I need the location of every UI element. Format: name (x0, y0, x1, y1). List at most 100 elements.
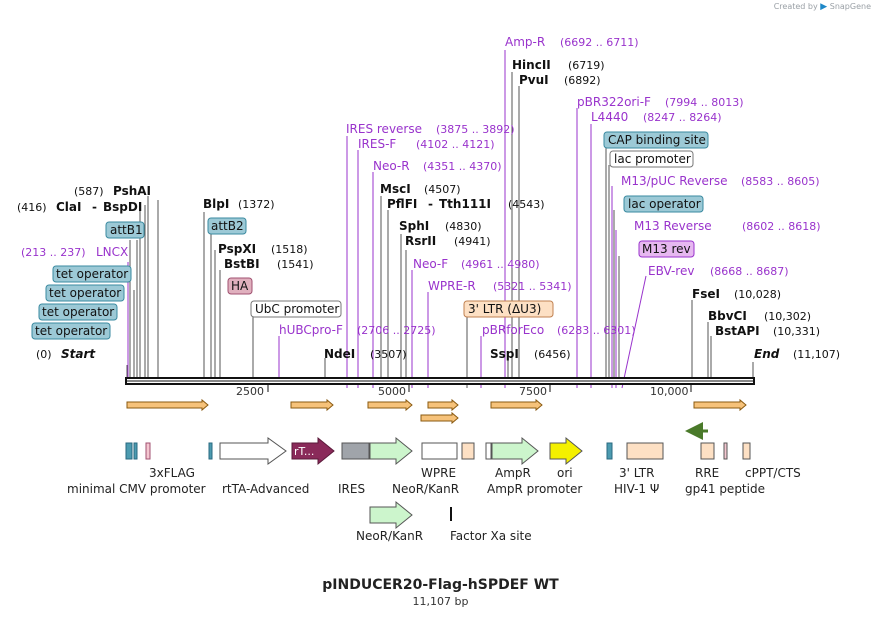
feature-attb1 (133, 442, 138, 460)
label-lac-operator: lac operator (628, 197, 701, 211)
ruler-10000: 10,000 (650, 385, 689, 398)
primer-ebv-rev: EBV-rev(8668 .. 8687) (648, 264, 789, 278)
label-3xflag: 3xFLAG (149, 466, 195, 480)
primer-pbr322ori-f: pBR322ori-F(7994 .. 8013) (577, 95, 744, 109)
label-factor-xa-site: Factor Xa site (450, 529, 532, 543)
enzyme-pflfi: PflFI-Tth111I(4543) (387, 197, 545, 211)
enzyme-fsei: FseI(10,028) (692, 287, 781, 301)
label-ampr-promoter: AmpR promoter (487, 482, 582, 496)
plasmid-title: pINDUCER20-Flag-hSPDEF WT (322, 577, 559, 593)
feature-ori (549, 436, 583, 466)
feature-gp41 (723, 442, 728, 460)
label-3ltr-du3: 3' LTR (ΔU3) (468, 302, 541, 316)
orf-arrow-6 (490, 398, 543, 412)
orf-arrow-4 (427, 398, 459, 412)
primer-m13-puc-reverse: M13/pUC Reverse(8583 .. 8605) (621, 174, 820, 188)
enzyme-pshai: (587)PshAI (74, 184, 151, 198)
label-tet-operator-1: tet operator (56, 267, 128, 281)
feature-rtta-orf (291, 436, 335, 466)
feature-neor-kanr (369, 436, 413, 466)
enzyme-blpi: BlpI(1372) (203, 197, 275, 211)
enzyme-ndei: NdeI(3507) (324, 347, 407, 361)
primer-l4440: L4440(8247 .. 8264) (591, 110, 722, 124)
label-tet-operator-3: tet operator (42, 305, 114, 319)
primer-ires-reverse: IRES reverse(3875 .. 3892) (346, 122, 515, 136)
feature-neor-kanr-2 (369, 500, 413, 530)
primer-neo-r: Neo-R(4351 .. 4370) (373, 159, 502, 173)
primer-wpre-r: WPRE-R(5321 .. 5341) (428, 279, 572, 293)
orf-arrow-2 (290, 398, 334, 412)
feature-track (125, 436, 751, 530)
ruler-labels: 2500 5000 7500 10,000 (236, 385, 689, 398)
enzyme-sspi: SspI(6456) (490, 347, 571, 361)
label-attb2: attB2 (211, 219, 244, 233)
enzyme-end: End(11,107) (754, 347, 840, 361)
label-ires: IRES (338, 482, 365, 496)
enzyme-msci: MscI(4507) (380, 182, 461, 196)
label-wpre: WPRE (421, 466, 456, 480)
enzyme-pvui: PvuI(6892) (519, 73, 601, 87)
label-tet-operator-4: tet operator (35, 324, 107, 338)
feature-ampr (491, 436, 539, 466)
enzyme-start: (0)Start (36, 347, 96, 361)
snapgene-logo-icon: ▶ (820, 2, 828, 12)
feature-ampr-promoter (485, 442, 492, 460)
feature-lac-operator (606, 442, 613, 460)
label-cap-binding-site: CAP binding site (608, 133, 706, 147)
feature-attb2 (208, 442, 213, 460)
primer-pbrforeco: pBRforEco(6283 .. 6301) (482, 323, 636, 337)
label-rre: RRE (695, 466, 719, 480)
primer-hubcpro-f: hUBCpro-F(2706 .. 2725) (279, 323, 436, 337)
primer-labels: Amp-R(6692 .. 6711) pBR322ori-F(7994 .. … (21, 35, 821, 337)
ruler-5000: 5000 (378, 385, 406, 398)
orf-arrow-5 (420, 411, 459, 425)
primer-amp-r: Amp-R(6692 .. 6711) (505, 35, 639, 49)
feature-labels-top: attB1 attB2 tet operator tet operator te… (31, 131, 709, 340)
enzyme-clai: (416)ClaI-BspDI (17, 200, 142, 214)
label-neor-kanr-2: NeoR/KanR (356, 529, 423, 543)
feature-3xflag (145, 442, 151, 460)
plasmid-length: 11,107 bp (412, 595, 469, 608)
orf-arrow-1 (126, 398, 209, 412)
label-rtta-orf: rT... (294, 445, 314, 458)
label-gp41-peptide: gp41 peptide (685, 482, 765, 496)
enzyme-pspxi: PspXI(1518) (218, 242, 308, 256)
enzyme-bstbi: BstBI(1541) (224, 257, 314, 271)
ruler-2500: 2500 (236, 385, 264, 398)
feature-3ltr (626, 442, 664, 460)
label-attb1: attB1 (110, 223, 143, 237)
label-ha: HA (231, 279, 249, 293)
label-ubc-promoter: UbC promoter (255, 302, 339, 316)
label-minimal-cmv-promoter: minimal CMV promoter (67, 482, 206, 496)
feature-rre (700, 442, 715, 460)
credit-brand: SnapGene (829, 2, 871, 11)
label-hiv1-psi: HIV-1 Ψ (614, 482, 659, 496)
backbone (125, 377, 755, 392)
label-lac-promoter: lac promoter (614, 152, 691, 166)
primer-lncx: (213 .. 237)LNCX (21, 245, 128, 259)
orf-arrow-3 (367, 398, 413, 412)
label-rtta-advanced: rtTA-Advanced (222, 482, 309, 496)
snapgene-credit: Created by ▶ SnapGene (774, 2, 871, 12)
label-neor-kanr: NeoR/KanR (392, 482, 459, 496)
label-m13-rev: M13 rev (642, 242, 691, 256)
leader-lines (126, 50, 754, 389)
feature-cppt (742, 442, 751, 460)
label-3ltr: 3' LTR (619, 466, 654, 480)
enzyme-hincii: HincII(6719) (512, 58, 605, 72)
primer-m13-reverse: M13 Reverse(8602 .. 8618) (634, 219, 821, 233)
feature-3ltr-du3 (461, 442, 475, 460)
enzyme-sphi: SphI(4830) (399, 219, 482, 233)
label-ampr: AmpR (495, 466, 531, 480)
feature-tet-operators (125, 442, 133, 460)
label-ori: ori (557, 466, 573, 480)
enzyme-bbvci: BbvCI(10,302) (708, 309, 811, 323)
enzyme-labels: (587)PshAI (416)ClaI-BspDI BlpI(1372) Ps… (17, 58, 840, 361)
feature-rtta-advanced (219, 437, 287, 465)
label-tet-operator-2: tet operator (49, 286, 121, 300)
feature-ires (341, 442, 370, 460)
ruler-7500: 7500 (519, 385, 547, 398)
feature-labels-bottom: 3xFLAG minimal CMV promoter rtTA-Advance… (67, 445, 801, 543)
orf-arrows (126, 398, 747, 425)
primer-ires-f: IRES-F(4102 .. 4121) (358, 137, 495, 151)
